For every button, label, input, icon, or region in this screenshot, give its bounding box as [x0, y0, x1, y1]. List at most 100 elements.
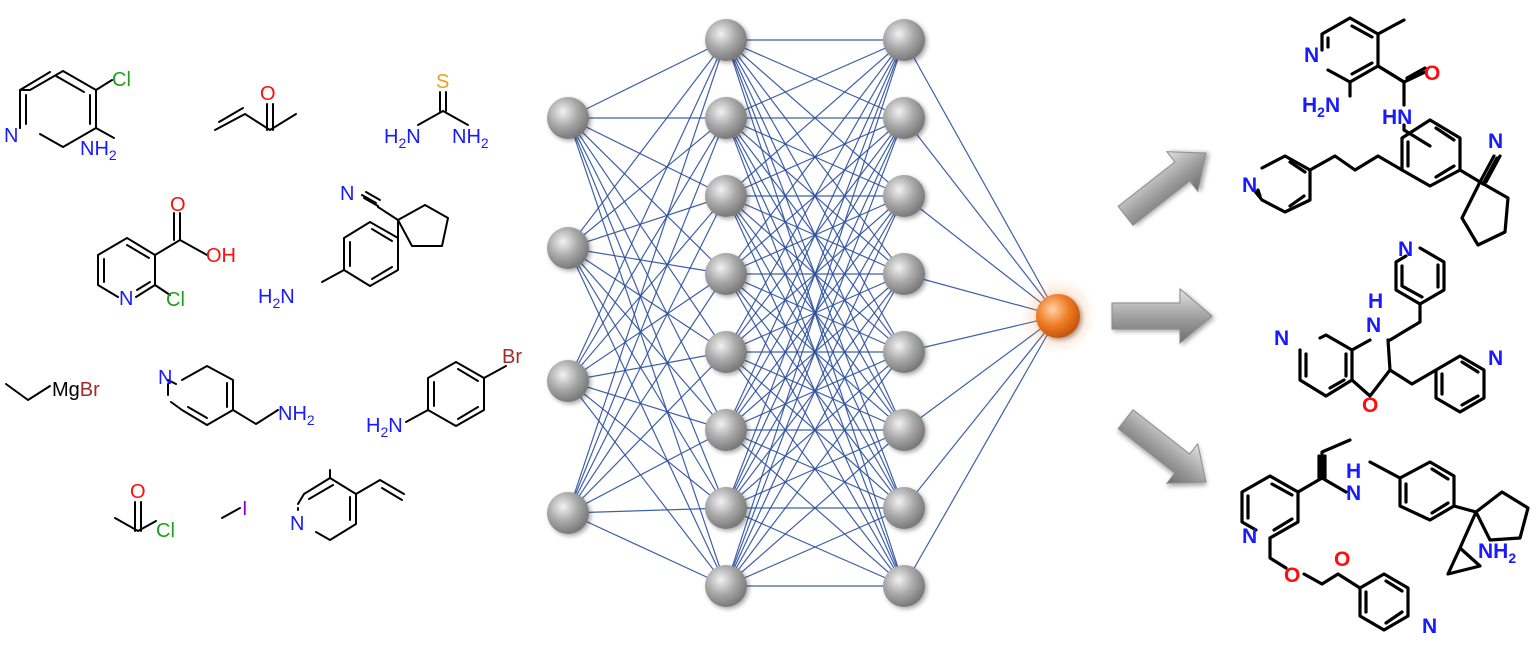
network-node [705, 97, 747, 139]
network-node [547, 97, 589, 139]
network-edge [567, 380, 727, 431]
subscript: 2 [1317, 104, 1325, 120]
atom-h: H [258, 286, 272, 308]
atom-h: H [94, 138, 108, 160]
network-edge [567, 117, 727, 587]
atom-o: O [1334, 548, 1350, 571]
network-node [883, 487, 925, 529]
svg-text:NH2: NH2 [278, 403, 315, 428]
network-edge [567, 380, 727, 587]
arrow-right-icon [1111, 287, 1213, 345]
atom-br: Br [80, 379, 100, 401]
network-edge [567, 195, 727, 382]
network-edge [567, 273, 727, 382]
atom-n: N [1422, 615, 1437, 638]
network-edge [567, 39, 727, 382]
atom-hn: HN [1382, 106, 1412, 129]
network-edge [903, 315, 1059, 509]
network-edge [725, 39, 905, 119]
atom-n: N [1488, 347, 1503, 370]
svg-text:N: N [1366, 314, 1381, 337]
atom-n: N [1478, 540, 1493, 563]
svg-text:NH2: NH2 [1478, 540, 1516, 566]
atom-o: O [1362, 394, 1378, 417]
molecule-2-amino-3-chloropyridine: N Cl NH2 [4, 69, 131, 163]
atom-h: H [1346, 460, 1361, 483]
network-edge [567, 117, 727, 382]
network-nodes [547, 19, 1096, 607]
network-edge [725, 39, 905, 587]
network-node [883, 331, 925, 373]
network-edge [567, 247, 727, 275]
molecule-4-aminomethylpyridine: N NH2 [158, 365, 315, 428]
svg-text:H2N: H2N [258, 286, 295, 311]
network-node [883, 253, 925, 295]
network-node [705, 487, 747, 529]
atom-n: N [1242, 525, 1257, 548]
output-node [1036, 294, 1080, 338]
atom-o: O [1284, 564, 1300, 587]
atom-n: N [388, 415, 402, 437]
network-node [705, 253, 747, 295]
atom-o: O [170, 194, 186, 216]
atom-o: O [260, 83, 276, 105]
atom-h: H [366, 415, 380, 437]
network-edge [725, 273, 905, 587]
network-edge [567, 247, 727, 353]
atom-h: H [1302, 94, 1317, 117]
network-node [547, 227, 589, 269]
atom-n: N [1366, 314, 1381, 337]
atom-n: N [290, 513, 304, 535]
molecule-ethylmagnesium-bromide: MgBr [5, 379, 100, 401]
svg-text:NH2: NH2 [452, 126, 489, 151]
network-edge [725, 39, 905, 353]
network-edge [725, 117, 905, 587]
network-edge [567, 117, 727, 509]
atom-n: N [158, 367, 172, 389]
network-node [705, 19, 747, 61]
atom-n: N [452, 126, 466, 148]
molecule-2-chloronicotinic-acid: O OH N Cl [97, 194, 236, 311]
network-edge [903, 315, 1059, 587]
atom-h: H [292, 403, 306, 425]
svg-text:H2N: H2N [1302, 94, 1340, 120]
molecule-4-vinylpyridine: N [290, 469, 405, 541]
atom-n: N [119, 288, 133, 310]
network-edge [567, 351, 727, 382]
svg-text:H2N: H2N [384, 126, 421, 151]
network-edge [567, 117, 727, 249]
atom-cl: Cl [112, 69, 131, 91]
atom-n: N [1242, 174, 1257, 197]
atom-n: N [1325, 94, 1340, 117]
atom-n: N [1398, 238, 1413, 261]
network-edge [567, 39, 727, 249]
network-edge [725, 39, 905, 509]
atom-br: Br [502, 346, 522, 368]
subscript: 2 [380, 424, 388, 440]
network-edge [567, 247, 727, 509]
network-node [883, 97, 925, 139]
network-edge [567, 429, 727, 514]
atom-h: H [1368, 290, 1383, 313]
atom-n: N [280, 286, 294, 308]
network-node [705, 175, 747, 217]
atom-s: S [436, 71, 449, 93]
subscript: 2 [481, 135, 489, 151]
atom-mg: Mg [52, 379, 80, 401]
network-edge [725, 195, 905, 587]
network-edge [567, 195, 727, 514]
subscript: 2 [272, 295, 280, 311]
network-edge [567, 39, 727, 514]
atom-h: H [466, 126, 480, 148]
atom-o: O [130, 481, 146, 503]
atom-cl: Cl [166, 289, 185, 311]
molecule-methyl-iodide: I [221, 498, 248, 520]
svg-text:MgBr: MgBr [52, 379, 100, 401]
molecule-aminophenyl-cyclopentanecarbonitrile: N H2N [258, 183, 449, 311]
arrow-up-right-icon [1117, 151, 1207, 226]
network-edge [903, 39, 1059, 317]
network-edge [567, 507, 727, 514]
network-edge [725, 39, 905, 197]
arrow-down-right-icon [1117, 409, 1207, 484]
network-node [883, 409, 925, 451]
